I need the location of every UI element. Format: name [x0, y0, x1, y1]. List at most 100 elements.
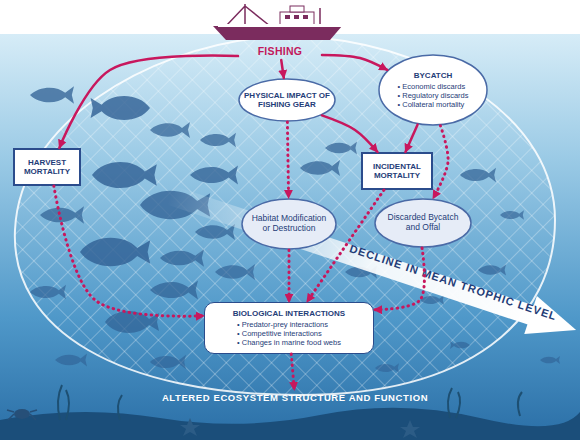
- dotted-arrow: [433, 126, 448, 199]
- fish: [150, 355, 186, 369]
- seaweed: [118, 395, 122, 420]
- boat-cabin: [280, 12, 314, 26]
- fish: [80, 238, 150, 266]
- fish: [200, 133, 236, 147]
- crab-body: [14, 409, 30, 419]
- ellipse-shape: [242, 199, 336, 249]
- fish: [160, 249, 204, 267]
- text-node: FISHING: [238, 43, 322, 60]
- dotted-arrow: [374, 248, 424, 310]
- node-content: INCIDENTAL MORTALITY: [363, 162, 431, 180]
- ellipse-shape: [379, 55, 487, 125]
- solid-arrow: [322, 55, 387, 70]
- trawl-net: [15, 38, 555, 395]
- process-ellipse: PHYSICAL IMPACT OF FISHING GEAR: [238, 78, 336, 122]
- node-content: Habitat Modification or Destruction: [241, 214, 337, 234]
- fish: [150, 122, 190, 138]
- node-heading: HARVEST MORTALITY: [21, 158, 73, 176]
- node-content: BYCATCH • Economic discards• Regulatory d…: [392, 71, 475, 108]
- fish: [325, 142, 357, 155]
- solid-arrow: [405, 125, 417, 152]
- dotted-arrow: [287, 122, 288, 198]
- node-heading: INCIDENTAL MORTALITY: [369, 162, 425, 180]
- bullet-item: • Competitive interactions: [237, 329, 341, 338]
- fish: [375, 363, 399, 373]
- text-node: ALTERED ECOSYSTEM STRUCTURE AND FUNCTION: [150, 390, 440, 406]
- dotted-arrow: [288, 250, 291, 302]
- seaweed: [456, 392, 460, 418]
- ellipse-shape: [375, 199, 471, 247]
- process-box: HARVEST MORTALITY: [13, 148, 81, 186]
- bullet-item: • Collateral mortality: [398, 100, 469, 109]
- node-heading: BIOLOGICAL INTERACTIONS: [233, 309, 345, 318]
- dotted-arrow: [307, 190, 384, 302]
- fish: [92, 162, 157, 188]
- process-ellipse: BYCATCH • Economic discards• Regulatory d…: [378, 54, 488, 126]
- boat-window: [294, 15, 299, 19]
- boat-mast: [226, 4, 320, 26]
- process-ellipse: Discarded Bycatch and Offal: [374, 198, 472, 248]
- dotted-arrow: [54, 186, 204, 316]
- fish: [215, 264, 255, 280]
- node-content: FISHING: [252, 45, 309, 57]
- boat-window: [285, 15, 290, 19]
- bullet-list: • Economic discards• Regulatory discards…: [398, 82, 469, 109]
- trophic-label: DECLINE IN MEAN TROPHIC LEVEL: [348, 241, 559, 323]
- fishing-boat: [213, 4, 342, 40]
- fish: [478, 264, 506, 275]
- fish: [55, 354, 87, 367]
- solid-arrow: [322, 115, 378, 152]
- boat-window: [303, 15, 308, 19]
- fish: [91, 96, 150, 120]
- fish: [460, 168, 496, 182]
- fish: [420, 295, 444, 305]
- starfish: [400, 420, 420, 438]
- sea: [0, 34, 580, 440]
- node-content: HARVEST MORTALITY: [15, 158, 79, 176]
- seaweed: [448, 388, 452, 418]
- rounded-box: BIOLOGICAL INTERACTIONS • Predator-prey i…: [204, 302, 374, 354]
- fish: [150, 280, 198, 299]
- fish: [40, 206, 84, 224]
- ellipse-shape: [239, 79, 335, 121]
- bullet-item: • Regulatory discards: [398, 91, 469, 100]
- node-content: Discarded Bycatch and Offal: [374, 213, 472, 233]
- node-heading: Discarded Bycatch and Offal: [380, 213, 466, 233]
- fish: [190, 165, 238, 184]
- fish: [300, 160, 340, 176]
- boat-hull: [213, 26, 342, 40]
- boat-bridge: [290, 6, 304, 12]
- seaweed: [58, 385, 62, 420]
- solid-arrow: [59, 56, 238, 148]
- fish: [105, 311, 159, 333]
- bullet-item: • Predator-prey interactions: [237, 320, 341, 329]
- solid-arrow: [281, 60, 284, 78]
- fish: [30, 285, 66, 299]
- node-heading: PHYSICAL IMPACT OF FISHING GEAR: [244, 91, 330, 109]
- crab-legs: [7, 410, 37, 420]
- seabed: [0, 408, 580, 440]
- process-ellipse: Habitat Modification or Destruction: [241, 198, 337, 250]
- node-heading: BYCATCH: [414, 71, 453, 80]
- fish: [450, 341, 470, 349]
- node-heading: ALTERED ECOSYSTEM STRUCTURE AND FUNCTION: [162, 393, 428, 404]
- bullet-item: • Economic discards: [398, 82, 469, 91]
- crab: [7, 409, 37, 420]
- bullet-list: • Predator-prey interactions• Competitiv…: [237, 320, 341, 347]
- bullet-item: • Changes in marine food webs: [237, 338, 341, 347]
- boat-deck: [218, 24, 342, 27]
- process-box: INCIDENTAL MORTALITY: [361, 152, 433, 190]
- seaweed: [66, 390, 69, 420]
- node-content: PHYSICAL IMPACT OF FISHING GEAR: [238, 91, 336, 109]
- fish: [30, 86, 74, 104]
- starfish: [180, 418, 200, 436]
- node-content: BIOLOGICAL INTERACTIONS • Predator-prey i…: [227, 309, 351, 346]
- dotted-arrow: [291, 354, 294, 390]
- seaweed: [518, 392, 522, 416]
- fish: [540, 356, 560, 364]
- fish: [195, 224, 235, 240]
- node-heading: FISHING: [258, 45, 303, 57]
